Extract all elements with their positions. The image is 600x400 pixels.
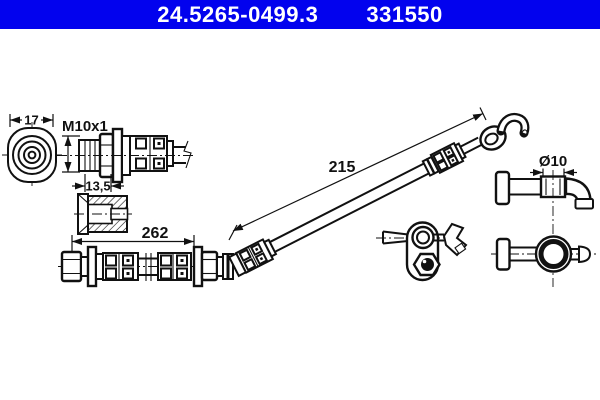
title-bar: 24.5265-0499.3 331550 [0,0,600,29]
dim-dia10: Ø10 [530,153,577,178]
banjo-pipe-end-view [491,235,598,273]
technical-drawing: 17 M10x1 [2,107,598,288]
part-number: 24.5265-0499.3 [157,2,319,27]
dim-215-label: 215 [329,159,356,176]
dim-13-5: 13,5 [72,174,124,194]
bracket-nut [412,252,441,277]
fitting-side-view: M10x1 [57,118,196,194]
bracket-detail [376,221,468,282]
thread-spec-label: M10x1 [62,118,108,135]
dim-17-label: 17 [24,113,38,128]
dim-215: 215 [228,107,487,241]
section-view [74,193,132,235]
dim-13-5-label: 13,5 [85,179,110,194]
dim-262-label: 262 [142,225,169,242]
dim-dia10-label: Ø10 [539,153,567,170]
dim-17: 17 [9,113,54,128]
dim-262: 262 [71,225,195,252]
end-view: 17 [2,113,62,188]
banjo-fitting [479,112,530,151]
retaining-clip [442,222,468,257]
hose-diagonal-run [227,136,483,278]
catalog-number: 331550 [366,2,443,27]
banjo-pipe-side-view: Ø10 [494,153,594,210]
